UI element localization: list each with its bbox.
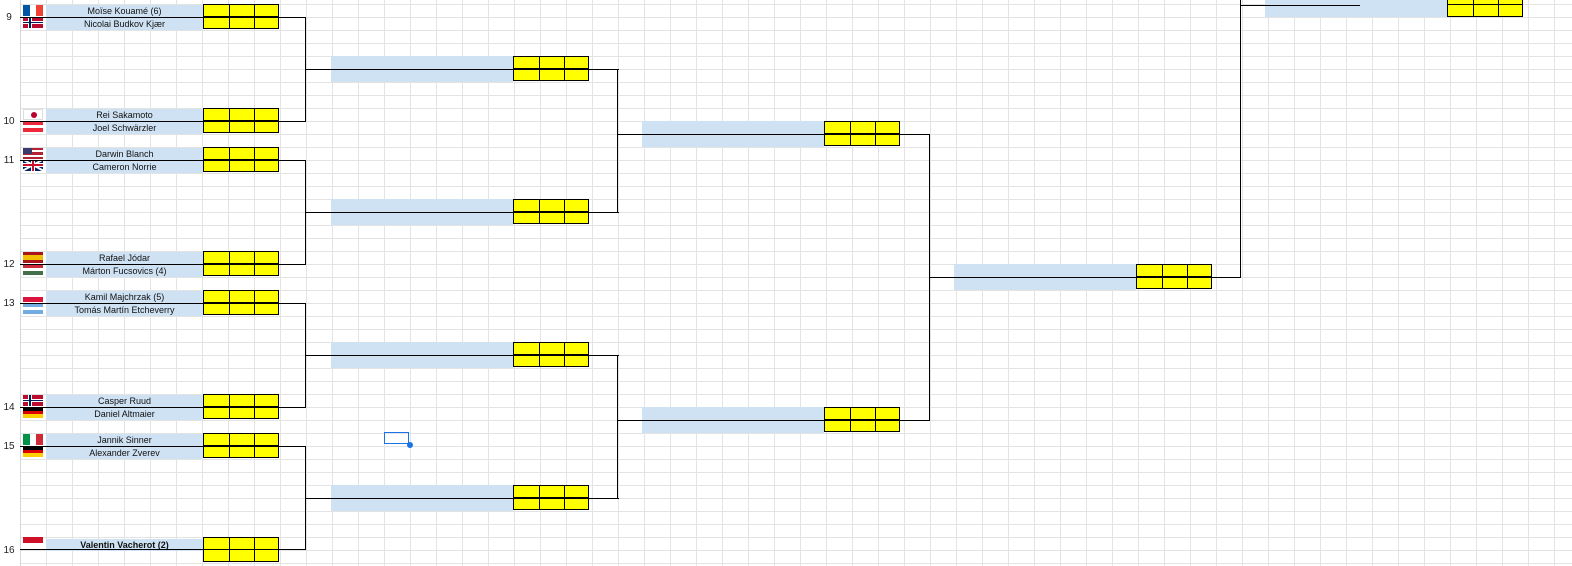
bracket-line [617, 355, 618, 499]
france-flag-icon [23, 5, 43, 16]
bracket-line [20, 303, 306, 304]
player-name[interactable]: Valentin Vacherot (2) [46, 539, 203, 551]
row-number[interactable]: 10 [3, 116, 15, 127]
bracket-line [1240, 5, 1360, 6]
bracket-line [20, 549, 306, 550]
row-header-gutter [0, 0, 21, 566]
player-name[interactable]: Tomás Martín Etcheverry [46, 304, 203, 316]
row-number[interactable]: 13 [3, 298, 15, 309]
bracket-slot[interactable] [1265, 0, 1447, 17]
player-name[interactable]: Joel Schwärzler [46, 122, 203, 134]
usa-flag-icon [23, 148, 43, 159]
player-name[interactable]: Daniel Altmaier [46, 408, 203, 420]
poland-flag-icon [23, 291, 43, 302]
player-name[interactable]: Nicolai Budkov Kjær [46, 18, 203, 30]
player-name[interactable]: Rafael Jódar [46, 252, 203, 264]
bracket-line [617, 69, 618, 213]
score-box[interactable] [203, 394, 279, 419]
bracket-line [305, 212, 619, 213]
argentina-flag-icon [23, 303, 43, 314]
score-box[interactable] [1136, 264, 1212, 289]
bracket-line [20, 446, 306, 447]
player-name[interactable]: Cameron Norrie [46, 161, 203, 173]
row-number[interactable]: 11 [3, 155, 15, 166]
bracket-line [929, 277, 1241, 278]
germany-flag-icon [23, 446, 43, 457]
austria-flag-icon [23, 121, 43, 132]
row-number[interactable]: 9 [6, 12, 12, 23]
bracket-line [20, 407, 306, 408]
bracket-line [617, 420, 930, 421]
score-box[interactable] [513, 485, 589, 510]
bracket-line [305, 498, 619, 499]
bracket-line [305, 355, 619, 356]
player-name[interactable]: Márton Fucsovics (4) [46, 265, 203, 277]
player-name[interactable]: Jannik Sinner [46, 434, 203, 446]
score-box[interactable] [824, 407, 900, 432]
bracket-line [20, 160, 306, 161]
player-name[interactable]: Casper Ruud [46, 395, 203, 407]
bracket-line [20, 121, 306, 122]
score-box[interactable] [513, 56, 589, 81]
score-box[interactable] [513, 199, 589, 224]
monaco-flag-icon [23, 537, 43, 548]
bracket-line [20, 17, 306, 18]
germany-flag-icon [23, 407, 43, 418]
spain-flag-icon [23, 252, 43, 263]
bracket-line [617, 134, 930, 135]
score-box[interactable] [203, 290, 279, 315]
norway-flag-icon [23, 395, 43, 406]
bracket-line [1240, 0, 1241, 278]
row-number[interactable]: 15 [3, 441, 15, 452]
score-box[interactable] [203, 4, 279, 29]
selected-cell[interactable] [384, 432, 409, 444]
row-number[interactable]: 12 [3, 259, 15, 270]
player-name[interactable]: Alexander Zverev [46, 447, 203, 459]
score-box[interactable] [1447, 0, 1523, 17]
score-box[interactable] [203, 147, 279, 172]
italy-flag-icon [23, 434, 43, 445]
japan-flag-icon [23, 109, 43, 120]
row-number[interactable]: 16 [3, 545, 15, 556]
player-name[interactable]: Kamil Majchrzak (5) [46, 291, 203, 303]
row-number[interactable]: 14 [3, 402, 15, 413]
uk-flag-icon [23, 160, 43, 171]
player-name[interactable]: Darwin Blanch [46, 148, 203, 160]
fill-handle[interactable] [407, 442, 413, 448]
bracket-line [305, 69, 619, 70]
score-box[interactable] [203, 251, 279, 276]
bracket-line [20, 264, 306, 265]
player-name[interactable]: Rei Sakamoto [46, 109, 203, 121]
score-box[interactable] [513, 342, 589, 367]
score-box[interactable] [824, 121, 900, 146]
norway-flag-icon [23, 17, 43, 28]
score-box[interactable] [203, 108, 279, 133]
player-name[interactable]: Moïse Kouamé (6) [46, 5, 203, 17]
score-box[interactable] [203, 433, 279, 458]
hungary-flag-icon [23, 264, 43, 275]
